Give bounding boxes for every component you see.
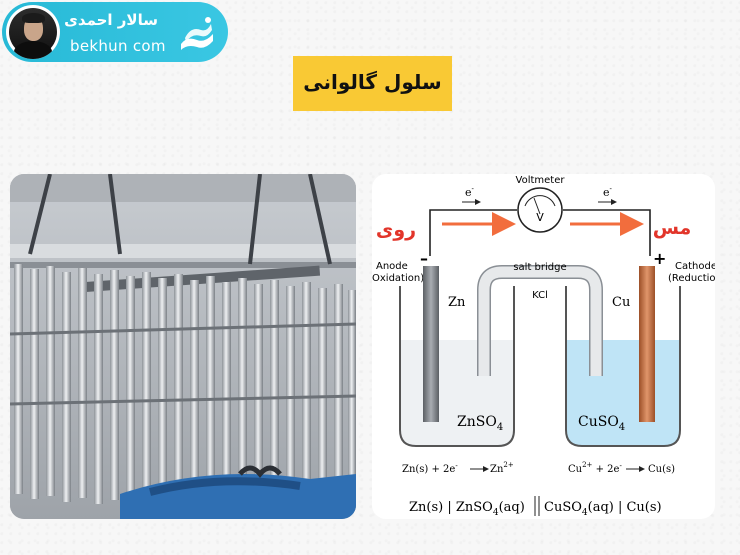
anodizing-rack-photo xyxy=(10,174,356,519)
znso4-label: ZnSO4 xyxy=(457,414,503,433)
electron-label-right: e- xyxy=(603,185,613,199)
voltmeter-icon xyxy=(517,187,563,233)
cathode-beaker xyxy=(565,286,681,447)
cell-notation-left: Zn(s) | ZnSO4(aq) xyxy=(409,500,525,518)
anode-sign: – xyxy=(420,249,428,268)
zn-label: Zn xyxy=(448,295,466,310)
anode-beaker xyxy=(399,286,515,447)
cell-notation-right: CuSO4(aq) | Cu(s) xyxy=(544,500,662,518)
wire-right xyxy=(563,209,651,256)
cathode-name-fa: مس xyxy=(653,217,692,239)
voltmeter-label: Voltmeter xyxy=(516,175,566,186)
wire-left xyxy=(429,209,517,256)
page-title: سلول گالوانی xyxy=(303,70,442,94)
cathode-sign: + xyxy=(653,249,666,268)
avatar xyxy=(6,5,60,59)
salt-bridge-label: salt bridge xyxy=(513,262,566,273)
author-name: سالار احمدی xyxy=(64,11,158,29)
galvanic-cell-svg: e- e- Voltmeter V روی مس – + Anode Oxida… xyxy=(372,175,715,518)
bekhun-book-logo-icon xyxy=(181,17,213,50)
cuso4-label: CuSO4 xyxy=(578,414,625,433)
voltmeter-symbol: V xyxy=(536,211,544,224)
author-header[interactable]: سالار احمدی bekhun com xyxy=(2,2,228,62)
anode-label: Anode xyxy=(376,261,408,272)
cu-label: Cu xyxy=(612,295,630,310)
title-box: سلول گالوانی xyxy=(293,56,452,111)
cathode-label: Cathode xyxy=(675,261,715,272)
cathode-reaction: Cu2+ + 2e- xyxy=(568,461,622,475)
cathode-sublabel: (Reduction xyxy=(668,273,715,284)
kcl-label: KCl xyxy=(532,290,548,301)
site-name[interactable]: bekhun com xyxy=(70,37,166,55)
anode-reaction-product: Zn2+ xyxy=(490,461,514,475)
anode-reaction: Zn(s) + 2e- xyxy=(402,462,458,475)
anode-name-fa: روی xyxy=(376,219,416,241)
copper-electrode xyxy=(639,266,655,422)
rack-illustration xyxy=(10,174,356,519)
electron-label-left: e- xyxy=(465,185,475,199)
galvanic-cell-diagram: e- e- Voltmeter V روی مس – + Anode Oxida… xyxy=(372,174,715,519)
zinc-electrode xyxy=(423,266,439,422)
cathode-reaction-product: Cu(s) xyxy=(648,464,675,475)
anode-sublabel: Oxidation) xyxy=(372,273,424,284)
